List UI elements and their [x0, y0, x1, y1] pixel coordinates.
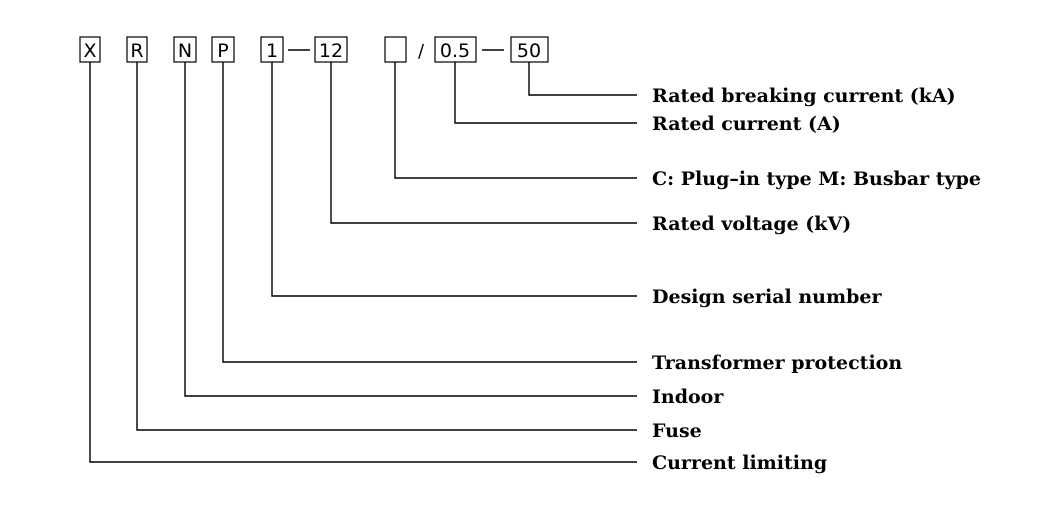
code-box-blank — [384, 36, 407, 63]
label-plug-in-busbar: C: Plug–in type M: Busbar type — [652, 168, 981, 190]
label-transformer-protection: Transformer protection — [652, 352, 902, 374]
leader-line-transformer-protection — [222, 62, 637, 363]
code-box-zero-five: 0.5 — [434, 36, 477, 63]
leader-line-plug-in-busbar — [394, 62, 637, 179]
code-box-p: P — [211, 36, 235, 63]
code-box-zero-five-text: 0.5 — [440, 40, 470, 62]
code-box-r-text: R — [130, 40, 143, 62]
code-box-x: X — [79, 36, 101, 63]
code-box-fifty-text: 50 — [517, 40, 541, 62]
code-box-one: 1 — [260, 36, 284, 63]
code-box-r: R — [126, 36, 148, 63]
leader-line-indoor — [184, 62, 637, 397]
leader-line-rated-breaking-current — [528, 62, 637, 96]
label-rated-voltage: Rated voltage (kV) — [652, 213, 851, 235]
code-box-twelve-text: 12 — [319, 40, 343, 62]
label-rated-breaking-current: Rated breaking current (kA) — [652, 85, 956, 107]
label-indoor: Indoor — [652, 386, 724, 408]
code-box-one-text: 1 — [266, 40, 278, 62]
slash-separator: / — [418, 41, 425, 62]
leader-line-current-limiting — [89, 62, 637, 463]
code-box-n-text: N — [178, 40, 192, 62]
code-box-p-text: P — [217, 40, 228, 62]
leader-line-rated-current — [454, 62, 637, 124]
label-design-serial-number: Design serial number — [652, 286, 882, 308]
code-box-twelve: 12 — [314, 36, 348, 63]
code-box-n: N — [173, 36, 197, 63]
code-box-fifty: 50 — [510, 36, 549, 63]
label-current-limiting: Current limiting — [652, 452, 827, 474]
leader-line-design-serial-number — [271, 62, 637, 297]
label-rated-current: Rated current (A) — [652, 113, 841, 135]
leader-line-fuse — [136, 62, 637, 431]
code-box-x-text: X — [83, 40, 96, 62]
label-fuse: Fuse — [652, 420, 702, 442]
leader-line-rated-voltage — [330, 62, 637, 224]
